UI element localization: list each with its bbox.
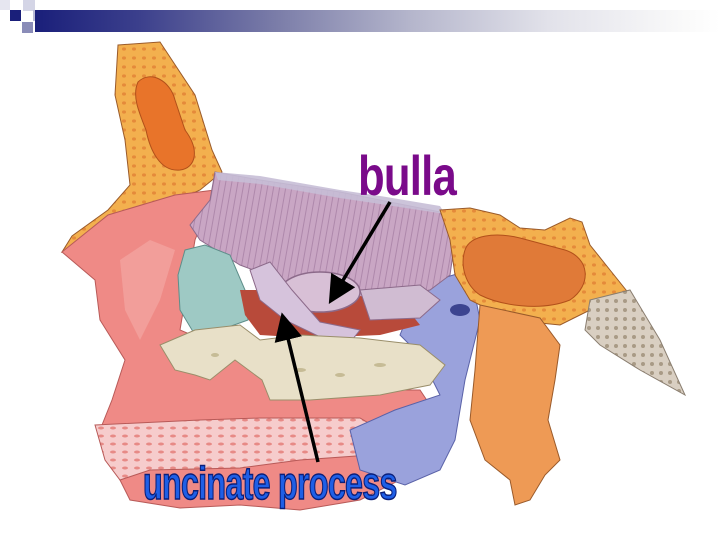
agger-nasi	[177, 244, 249, 336]
uncinate-process	[249, 261, 361, 341]
deco-square-light	[23, 0, 35, 11]
sphenoid-sinus	[462, 234, 586, 307]
bulla-label: bulla	[358, 144, 457, 207]
hard-palate	[94, 417, 381, 481]
vomer-tip	[584, 289, 687, 397]
bulla-arrow	[328, 201, 392, 305]
sphenoid-region	[439, 207, 631, 326]
inferior-turbinate	[159, 324, 446, 401]
deco-square-left	[0, 0, 10, 10]
uncinate-arrow	[274, 312, 320, 463]
pterygoid-plate	[469, 304, 561, 506]
title-bar	[35, 10, 720, 32]
deco-square-dark	[10, 10, 21, 21]
frontal-sinus	[135, 76, 195, 171]
deco-square-lower	[22, 22, 33, 33]
uncinate-process-label: uncinate process	[142, 457, 397, 509]
